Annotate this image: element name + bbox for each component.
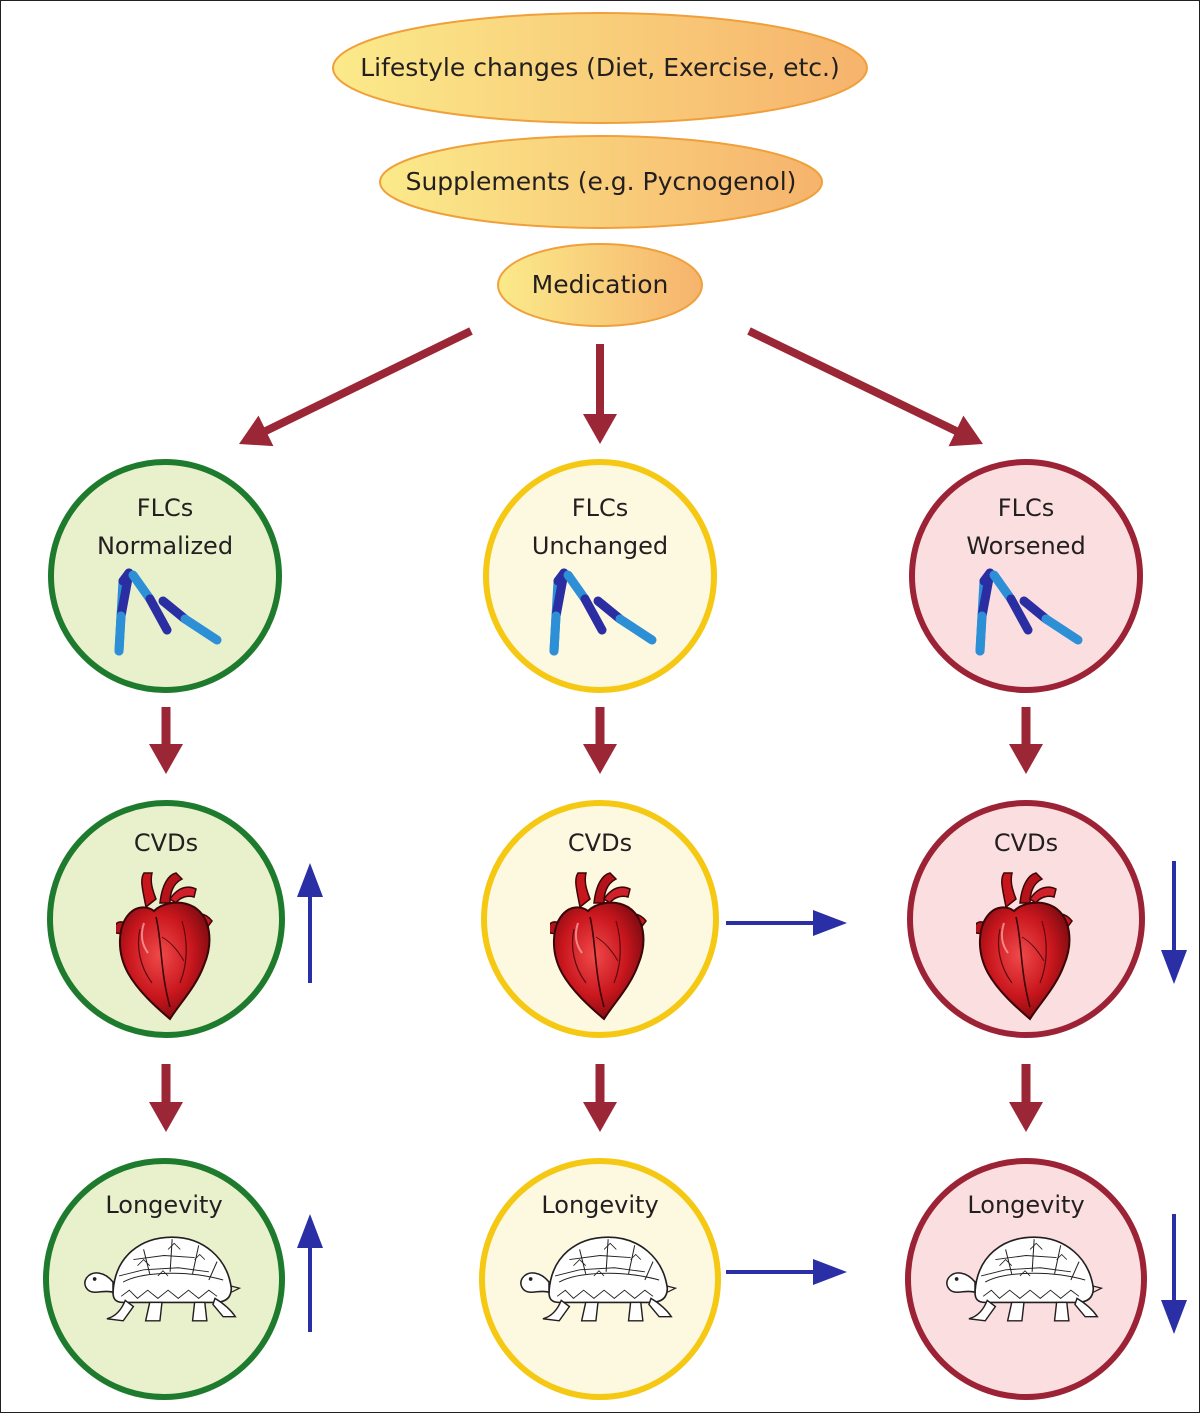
longevity-circle-worsened	[905, 1158, 1147, 1400]
flow-arrow-to-normalized	[239, 327, 473, 447]
trend-arrow-icon-longevity-worsened	[1161, 1214, 1187, 1334]
flow-arrow-to-worsened	[747, 327, 983, 447]
longevity-circle-normalized	[43, 1158, 285, 1400]
flc-circle-worsened	[909, 459, 1143, 693]
flow-arrow-flc-to-cvd-worsened	[1009, 707, 1043, 774]
cvd-circle-worsened	[907, 800, 1145, 1038]
cvd-circle-unchanged	[481, 800, 719, 1038]
lifestyle-oval	[332, 12, 868, 124]
trend-arrow-icon-cvd-normalized	[297, 863, 323, 983]
cvd-circle-normalized	[47, 800, 285, 1038]
flc-circle-normalized	[48, 459, 282, 693]
outcome-circles	[43, 459, 1147, 1400]
trend-arrow-icon-cvd-worsened	[1161, 861, 1187, 984]
flow-arrow-to-unchanged	[583, 344, 617, 444]
flow-arrow-cvd-to-longevity-worsened	[1009, 1064, 1043, 1132]
trend-arrow-icon-longevity-unchanged	[726, 1259, 847, 1285]
longevity-circle-unchanged	[479, 1158, 721, 1400]
supplements-oval	[379, 135, 823, 229]
flow-arrows	[149, 327, 1043, 1132]
light-chain-icon	[114, 568, 222, 656]
flc-circle-unchanged	[483, 459, 717, 693]
flow-arrow-flc-to-cvd-unchanged	[583, 707, 617, 774]
flow-arrow-cvd-to-longevity-normalized	[149, 1064, 183, 1132]
flow-arrow-flc-to-cvd-normalized	[149, 707, 183, 774]
flow-arrow-cvd-to-longevity-unchanged	[583, 1064, 617, 1132]
light-chain-icon	[549, 568, 657, 656]
light-chain-icon	[975, 568, 1083, 656]
trend-arrow-icon-longevity-normalized	[297, 1214, 323, 1332]
medication-oval	[497, 243, 703, 327]
trend-arrows	[297, 861, 1187, 1334]
trend-arrow-icon-cvd-unchanged	[726, 910, 847, 936]
